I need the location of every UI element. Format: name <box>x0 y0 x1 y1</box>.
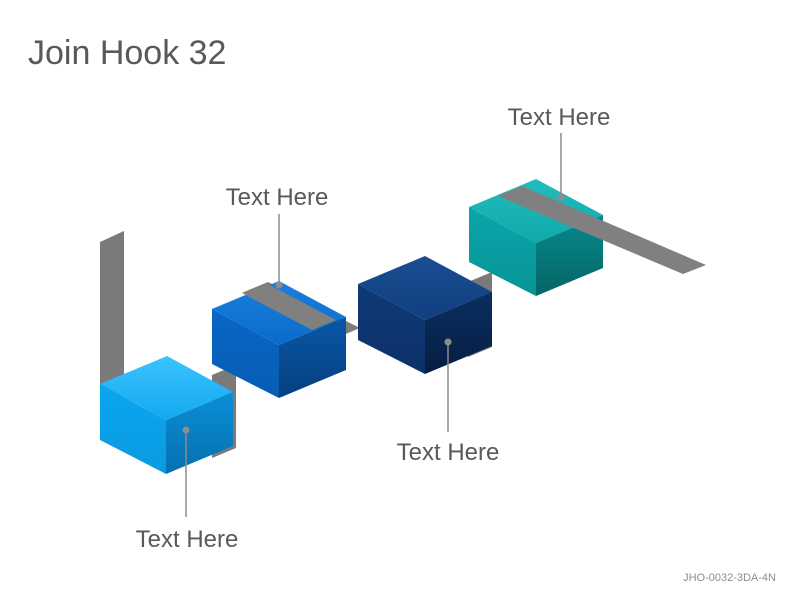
label-cube-4: Text Here <box>507 104 611 131</box>
label-cube-2: Text Here <box>225 184 329 211</box>
callout-3 <box>444 338 452 432</box>
cube-3 <box>358 256 492 374</box>
ribbon-over-cube-4 <box>498 186 706 274</box>
callout-2 <box>275 214 283 289</box>
slide-code: JHO-0032-3DA-4N <box>683 572 776 584</box>
label-cube-1: Text Here <box>135 526 239 553</box>
ribbon-over-cube-2 <box>242 283 336 330</box>
slide-title: Join Hook 32 <box>28 34 227 72</box>
callout-4 <box>557 133 565 201</box>
cube-1 <box>100 356 233 474</box>
callout-1 <box>182 426 190 517</box>
label-cube-3: Text Here <box>396 439 500 466</box>
ribbon-vertical-left <box>100 231 124 410</box>
